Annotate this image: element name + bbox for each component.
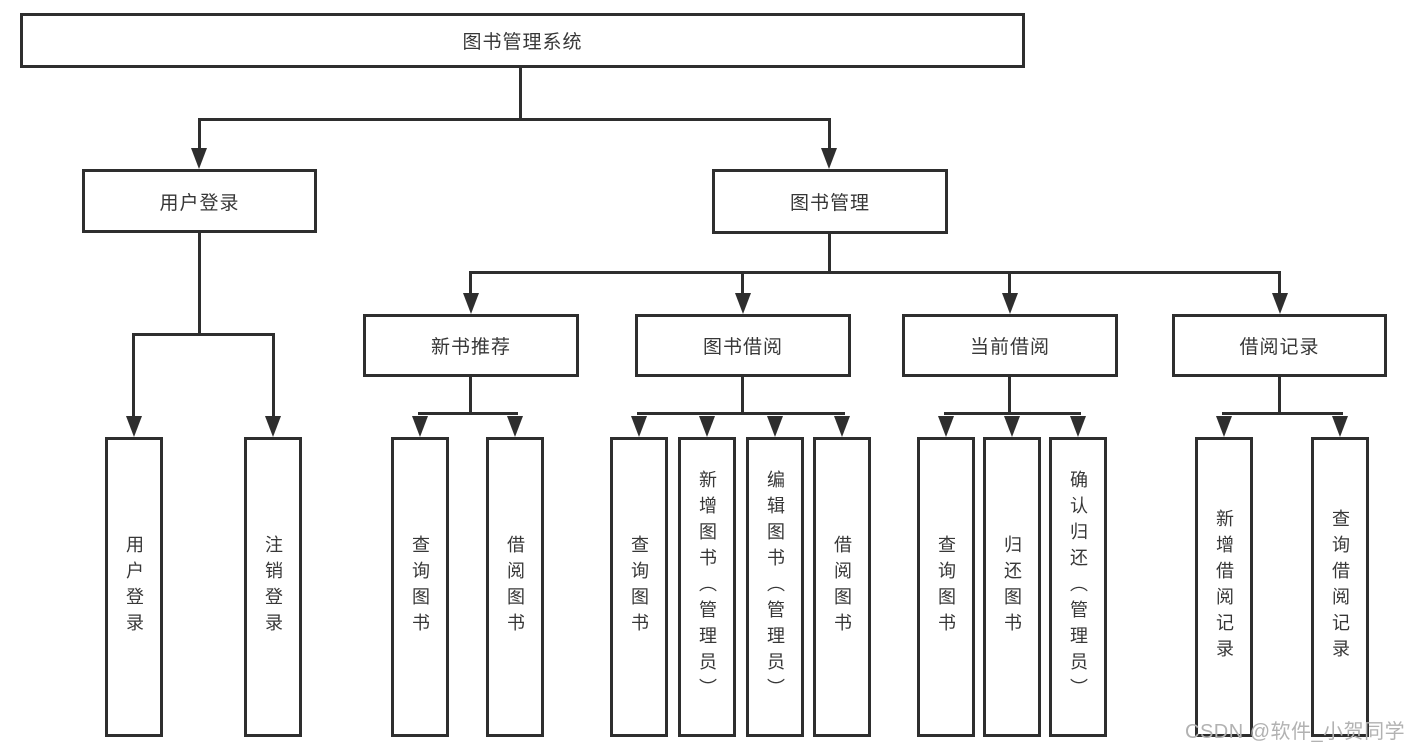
connector-current-borrow-bus	[944, 412, 1081, 415]
arrowhead-leaf-bb-edit	[767, 416, 783, 437]
node-current-borrowing: 当前借阅	[902, 314, 1118, 377]
connector-level3-bus	[469, 271, 1281, 274]
node-library-management-system: 图书管理系统	[20, 13, 1025, 68]
leaf-query-books-under-borrowing: 查询图书	[610, 437, 668, 737]
connector-borrow-records-drop	[1278, 271, 1281, 295]
arrowhead-leaf-user-login	[126, 416, 142, 437]
arrowhead-leaf-cb-return	[1004, 416, 1020, 437]
connector-borrow-records-stem	[1278, 377, 1281, 415]
arrowhead-leaf-bb-query	[631, 416, 647, 437]
connector-user-login-bus	[132, 333, 275, 336]
arrowhead-current-borrow	[1002, 293, 1018, 314]
leaf-borrow-books-under-borrowing: 借阅图书	[813, 437, 871, 737]
arrowhead-leaf-nb-borrow	[507, 416, 523, 437]
arrowhead-leaf-br-query	[1332, 416, 1348, 437]
leaf-edit-books-admin: 编辑图书（管理员）	[746, 437, 804, 737]
connector-book-mgmt-drop	[828, 118, 831, 150]
connector-root-stem	[519, 68, 522, 120]
leaf-borrow-books-under-new-books: 借阅图书	[486, 437, 544, 737]
arrowhead-new-books	[463, 293, 479, 314]
connector-new-books-stem	[469, 377, 472, 415]
leaf-return-books: 归还图书	[983, 437, 1041, 737]
connector-book-borrow-drop	[741, 271, 744, 295]
arrowhead-leaf-cb-confirm	[1070, 416, 1086, 437]
leaf-query-books-under-current: 查询图书	[917, 437, 975, 737]
csdn-watermark: CSDN @软件_小贺同学	[1185, 721, 1405, 743]
arrowhead-user-login	[191, 148, 207, 169]
node-user-login: 用户登录	[82, 169, 317, 233]
leaf-add-books-admin: 新增图书（管理员）	[678, 437, 736, 737]
node-book-borrowing: 图书借阅	[635, 314, 851, 377]
arrowhead-book-mgmt	[821, 148, 837, 169]
arrowhead-leaf-logout	[265, 416, 281, 437]
arrowhead-leaf-cb-query	[938, 416, 954, 437]
leaf-confirm-return-admin: 确认归还（管理员）	[1049, 437, 1107, 737]
leaf-logout: 注销登录	[244, 437, 302, 737]
leaf-query-books-under-new-books: 查询图书	[391, 437, 449, 737]
connector-book-mgmt-stem	[828, 234, 831, 274]
connector-leaf-user-login-drop	[132, 333, 135, 417]
leaf-query-borrow-record: 查询借阅记录	[1311, 437, 1369, 737]
connector-leaf-logout-drop	[272, 333, 275, 417]
arrowhead-borrow-records	[1272, 293, 1288, 314]
arrowhead-leaf-br-add	[1216, 416, 1232, 437]
connector-current-borrow-drop	[1008, 271, 1011, 295]
arrowhead-leaf-bb-borrow	[834, 416, 850, 437]
connector-new-books-drop	[469, 271, 472, 295]
connector-new-books-bus	[418, 412, 518, 415]
connector-user-login-stem	[198, 233, 201, 336]
leaf-user-login: 用户登录	[105, 437, 163, 737]
node-new-book-recommendation: 新书推荐	[363, 314, 579, 377]
connector-user-login-drop	[198, 118, 201, 150]
arrowhead-book-borrow	[735, 293, 751, 314]
connector-book-borrow-stem	[741, 377, 744, 415]
connector-borrow-records-bus	[1222, 412, 1343, 415]
arrowhead-leaf-bb-add	[699, 416, 715, 437]
node-book-management: 图书管理	[712, 169, 948, 234]
connector-book-borrow-bus	[637, 412, 845, 415]
node-borrowing-records: 借阅记录	[1172, 314, 1387, 377]
leaf-add-borrow-record: 新增借阅记录	[1195, 437, 1253, 737]
connector-current-borrow-stem	[1008, 377, 1011, 415]
arrowhead-leaf-nb-query	[412, 416, 428, 437]
connector-level2-bus	[198, 118, 831, 121]
